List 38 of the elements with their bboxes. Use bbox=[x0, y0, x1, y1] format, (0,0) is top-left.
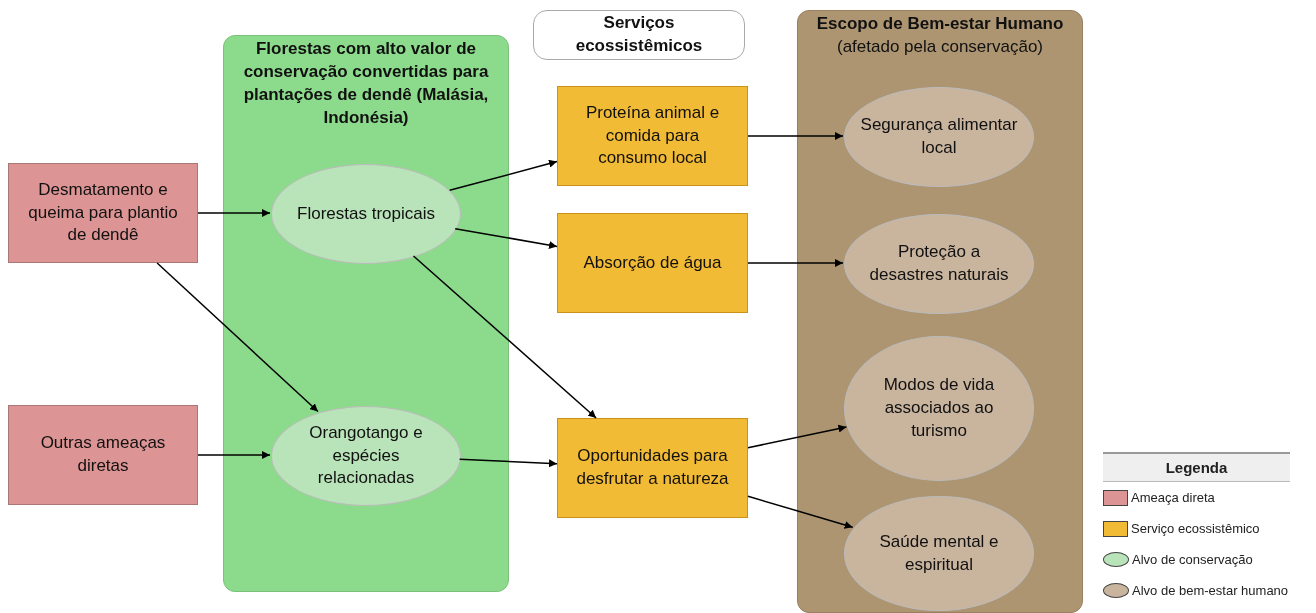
panel-heading: Florestas com alto valor de conservação convertidas para plantações de dendê (Malásia, Indonésia) bbox=[242, 38, 490, 129]
threat-box bbox=[8, 405, 198, 505]
node-label: Proteção a desastres naturais bbox=[868, 241, 1010, 286]
group-panel bbox=[223, 35, 509, 592]
legend-label: Ameaça direta bbox=[1131, 490, 1215, 505]
legend-label: Alvo de conservação bbox=[1132, 552, 1253, 567]
column-header-box bbox=[533, 10, 745, 60]
node-label: Oportunidades para desfrutar a natureza bbox=[575, 445, 730, 490]
arrow bbox=[747, 132, 844, 140]
panel-heading: Escopo de Bem-estar Humano (afetado pela conservação) bbox=[815, 13, 1065, 58]
arrow bbox=[747, 424, 848, 449]
node-label: Serviços ecossistêmicos bbox=[574, 12, 704, 57]
service-box bbox=[557, 213, 748, 313]
arrow bbox=[458, 458, 558, 468]
node-label: Proteína animal e comida para consumo local bbox=[584, 101, 721, 170]
node-label: Florestas tropicais bbox=[297, 202, 435, 225]
arrow bbox=[156, 262, 319, 413]
node-label: Orangotango e espécies relacionadas bbox=[308, 421, 424, 490]
arrow bbox=[747, 259, 844, 267]
service-box bbox=[557, 86, 748, 186]
arrow bbox=[454, 227, 558, 249]
node-label: Desmatamento e queima para plantio de dendê bbox=[27, 178, 179, 247]
arrow bbox=[197, 451, 271, 459]
legend-label: Serviço ecossistêmico bbox=[1131, 521, 1260, 536]
arrow bbox=[412, 255, 597, 419]
node-label: Absorção de água bbox=[583, 251, 722, 274]
legend-label: Alvo de bem-estar humano bbox=[1132, 583, 1289, 598]
group-panel bbox=[797, 10, 1083, 613]
legend-title: Legenda bbox=[1103, 452, 1290, 482]
service-box bbox=[557, 418, 748, 518]
node-label: Outras ameaças diretas bbox=[39, 432, 167, 477]
arrow bbox=[448, 159, 558, 192]
threat-box bbox=[8, 163, 198, 263]
node-label: Modos de vida associados ao turismo bbox=[882, 374, 996, 442]
node-label: Saúde mental e espiritual bbox=[878, 530, 1000, 576]
arrow bbox=[197, 209, 271, 217]
node-label: Segurança alimentar local bbox=[859, 114, 1019, 159]
arrow bbox=[747, 495, 854, 529]
